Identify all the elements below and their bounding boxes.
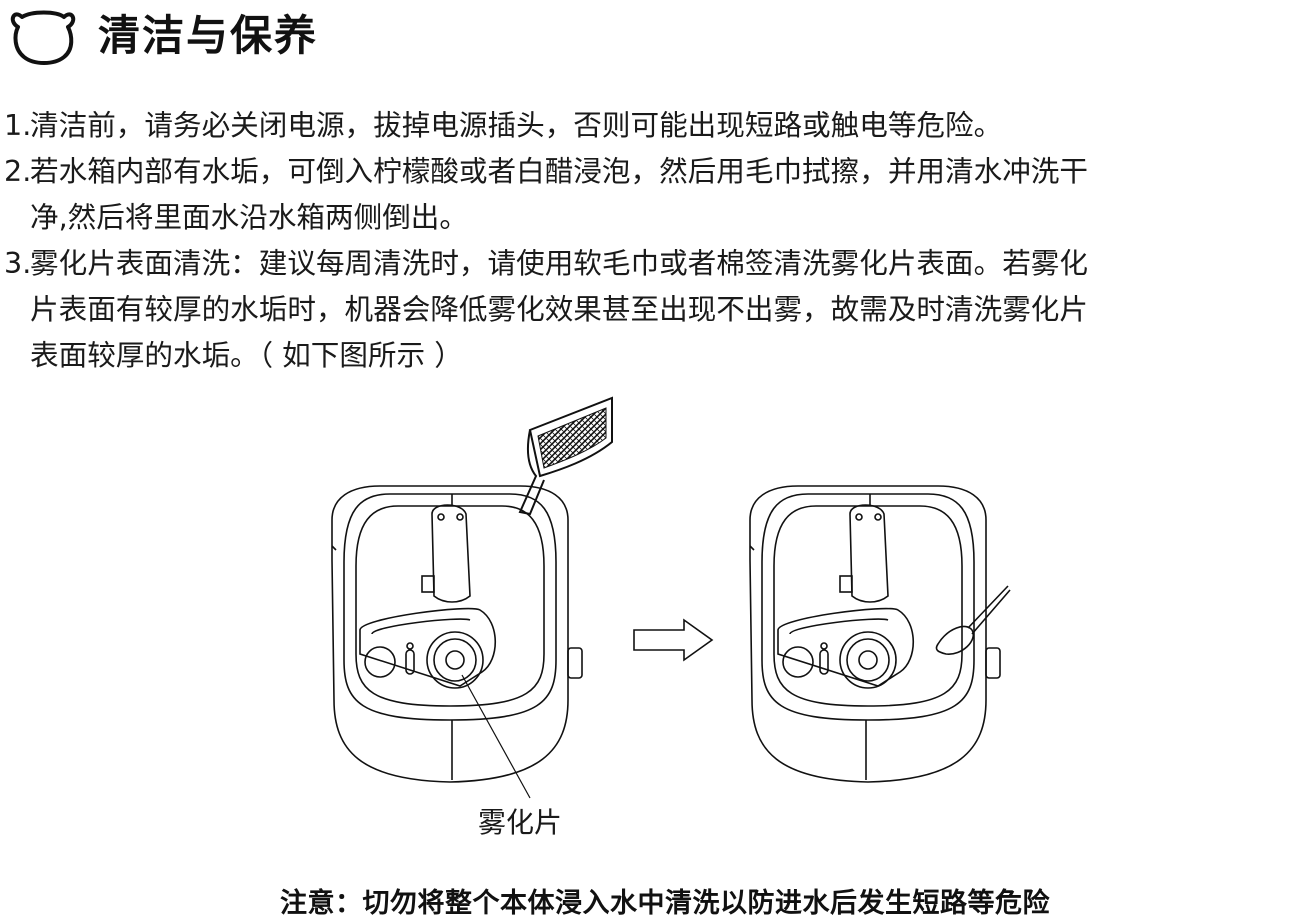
cleaning-illustration xyxy=(0,390,1300,850)
step-number: 1. xyxy=(4,108,32,142)
step-text-line: 清洁前，请务必关闭电源，拔掉电源插头，否则可能出现短路或触电等危险。 xyxy=(30,108,1003,142)
illustration-svg xyxy=(331,396,1011,799)
atomizer-label: 雾化片 xyxy=(478,806,563,839)
cleaning-steps: 1. 清洁前，请务必关闭电源，拔掉电源插头，否则可能出现短路或触电等危险。 2.… xyxy=(4,102,1300,378)
step-text-line: 若水箱内部有水垢，可倒入柠檬酸或者白醋浸泡，然后用毛巾拭擦，并用清水冲洗干 xyxy=(30,154,1088,188)
humidifier-top-view-icon xyxy=(331,485,583,799)
step-number: 2. xyxy=(4,154,32,188)
step-text-line: 雾化片表面清洗：建议每周清洗时，请使用软毛巾或者棉签清洗雾化片表面。若雾化 xyxy=(30,246,1088,280)
section-title: 清洁与保养 xyxy=(98,11,319,60)
humidifier-top-view-icon xyxy=(749,485,1001,783)
cotton-swab-icon xyxy=(935,585,1011,655)
step-number: 3. xyxy=(4,246,32,280)
arrow-right-icon xyxy=(633,618,714,662)
step-item: 2. 若水箱内部有水垢，可倒入柠檬酸或者白醋浸泡，然后用毛巾拭擦，并用清水冲洗干… xyxy=(4,148,1300,240)
step-text-line: 净,然后将里面水沿水箱两侧倒出。 xyxy=(30,200,468,234)
warning-note: 注意：切勿将整个本体浸入水中清洗以防进水后发生短路等危险 xyxy=(280,888,1050,919)
pouring-cup-icon xyxy=(518,396,613,516)
step-text-line: 表面较厚的水垢。（ 如下图所示 ） xyxy=(30,338,463,372)
bear-head-icon xyxy=(10,10,76,65)
step-item: 3. 雾化片表面清洗：建议每周清洗时，请使用软毛巾或者棉签清洗雾化片表面。若雾化… xyxy=(4,240,1300,378)
step-text-line: 片表面有较厚的水垢时，机器会降低雾化效果甚至出现不出雾，故需及时清洗雾化片 xyxy=(30,292,1088,326)
section-header: 清洁与保养 xyxy=(10,4,318,68)
step-item: 1. 清洁前，请务必关闭电源，拔掉电源插头，否则可能出现短路或触电等危险。 xyxy=(4,102,1300,148)
